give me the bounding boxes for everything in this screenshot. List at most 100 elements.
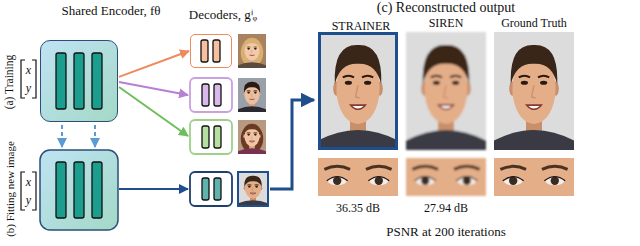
- eye: [345, 81, 352, 85]
- shoulders: [238, 62, 266, 68]
- crop-eyelid: [415, 177, 436, 181]
- vector-bracket: [21, 172, 25, 210]
- crop-eye-white: [416, 176, 435, 185]
- label-holder: x: [26, 63, 31, 78]
- eye: [248, 186, 251, 188]
- crop-eyelid: [503, 177, 524, 181]
- layer-bar: [214, 84, 221, 106]
- crop-eyelid: [368, 177, 389, 181]
- shoulders: [238, 106, 266, 112]
- layer-bar: [92, 162, 102, 218]
- nose: [251, 49, 252, 53]
- mouth: [249, 99, 254, 100]
- label-holder: x: [26, 175, 31, 190]
- footnote: PSNR at 200 iterations: [386, 225, 506, 240]
- eye-crop: [406, 158, 486, 196]
- hair-top: [335, 45, 382, 84]
- shoulders: [318, 130, 398, 150]
- label-holder: (b) Fitting new image: [4, 141, 17, 237]
- output-image: SIREN: [406, 32, 486, 150]
- crop-eyelid: [327, 177, 348, 181]
- layer-bar: [74, 53, 84, 109]
- layer-stack: [41, 41, 119, 123]
- layer-bar: [202, 178, 209, 200]
- node-heading: Shared Encoder, fθ: [61, 4, 160, 19]
- eyebrow: [538, 76, 549, 78]
- nose: [356, 85, 360, 98]
- eyebrow: [253, 46, 257, 48]
- nose: [444, 85, 448, 98]
- eyebrow: [247, 90, 251, 92]
- eyebrow: [450, 76, 461, 78]
- psnr-value: 27.94 dB: [424, 202, 468, 216]
- eye: [247, 48, 250, 50]
- encoder-box: Shared Encoder, fθ: [40, 40, 118, 122]
- node-heading: Ground Truth: [501, 17, 567, 31]
- label-holder: PSNR at 200 iterations: [386, 224, 506, 240]
- photo-background: [406, 32, 486, 150]
- decoder-box: [190, 78, 232, 112]
- crop-eyebrow: [324, 166, 350, 169]
- encoder-box: [40, 150, 118, 230]
- panel-label: (a) Training: [3, 55, 16, 110]
- crop-skin: [494, 158, 574, 196]
- eye: [452, 81, 459, 85]
- layer-bar: [201, 40, 208, 62]
- decoder-arrow: [119, 87, 188, 136]
- image-frame: [238, 172, 268, 206]
- decoder-box: [190, 172, 232, 206]
- face-photo: [238, 120, 266, 154]
- heading-holder: Shared Encoder, fθ: [61, 3, 160, 19]
- photo-background: [238, 120, 266, 154]
- shoulders: [406, 130, 486, 150]
- mouth: [249, 55, 254, 56]
- eye: [521, 81, 528, 85]
- layer-bar: [56, 53, 66, 109]
- connector-arrow: [119, 51, 189, 77]
- mouth: [351, 105, 365, 109]
- crop-iris: [551, 177, 559, 185]
- photo-background: [494, 32, 574, 150]
- decoder-box: [190, 120, 232, 154]
- weight-share-arrow: [94, 125, 96, 147]
- hair-top: [244, 124, 260, 135]
- shoulders: [238, 148, 266, 154]
- hair-top: [511, 45, 558, 84]
- eyebrow: [253, 132, 257, 134]
- label-holder: y: [26, 81, 31, 96]
- nose: [532, 85, 536, 98]
- eye: [364, 81, 371, 85]
- decoder-arrow: [119, 82, 188, 95]
- face-photo: [494, 32, 574, 150]
- layer-bar: [92, 53, 102, 109]
- panel-label: (b) Fitting new image: [4, 141, 17, 237]
- nose: [251, 135, 252, 139]
- crop-skin: [318, 158, 398, 196]
- heading-holder: Ground Truth: [501, 16, 567, 31]
- hair-top: [244, 176, 261, 187]
- eye: [254, 48, 257, 50]
- photo-background: [238, 172, 268, 206]
- hair-top: [244, 82, 260, 93]
- crop-eye-white: [545, 176, 564, 185]
- psnr-value: 36.35 dB: [336, 202, 380, 216]
- crop-iris: [463, 177, 471, 185]
- eye-crop: [494, 158, 574, 196]
- layer-bar: [214, 178, 221, 200]
- eyebrow: [247, 184, 251, 186]
- nose: [251, 93, 252, 97]
- mouth: [249, 141, 254, 142]
- decoder-box: Decoders, gⁱᵩ: [190, 34, 232, 68]
- output-image: STRAINER: [318, 32, 398, 150]
- node-heading: Decoders, gⁱᵩ: [189, 8, 257, 23]
- eye: [540, 81, 547, 85]
- output-arrow: [270, 100, 314, 189]
- vector-bracket: [32, 172, 36, 210]
- photo-background: [238, 78, 266, 112]
- eyebrow: [255, 184, 259, 186]
- crop-iris: [421, 177, 429, 185]
- hair-top: [244, 38, 260, 49]
- eye: [247, 92, 250, 94]
- crop-iris: [375, 177, 383, 185]
- layer-bar: [214, 126, 221, 148]
